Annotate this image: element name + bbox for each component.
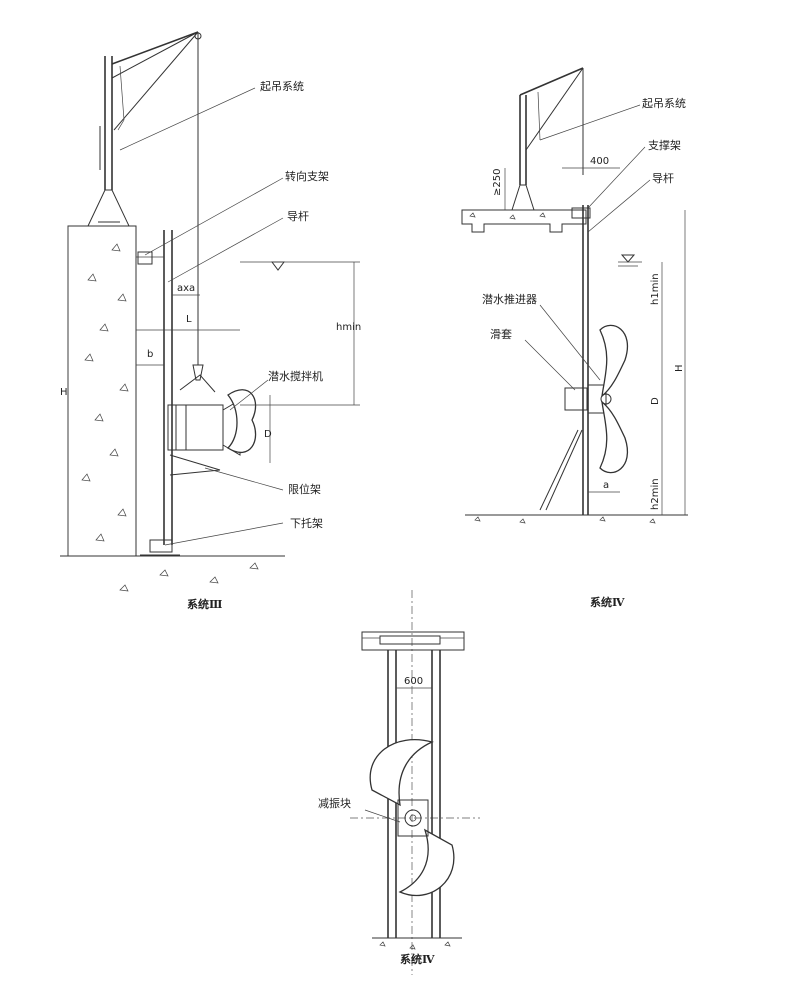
label-swivel: 转向支架 xyxy=(285,169,329,183)
label-bottom: 下托架 xyxy=(290,516,323,530)
water-level-marker-4 xyxy=(620,254,636,263)
label-guide-system-3: 导杆 xyxy=(287,209,309,223)
propeller-system-4b xyxy=(369,739,455,897)
dim-600: 600 xyxy=(404,676,423,687)
dim-a: a xyxy=(603,480,609,491)
dim-axa: axa xyxy=(177,283,195,294)
label-support: 支撑架 xyxy=(648,138,681,152)
dim-D-system-4: D xyxy=(650,397,661,405)
mixer-unit-system-3 xyxy=(167,374,257,476)
crane-system-4 xyxy=(511,67,584,211)
propeller-system-4 xyxy=(564,324,628,474)
dim-h1min: h1min xyxy=(650,273,661,305)
caption-system-4b: 系统Ⅳ xyxy=(400,952,435,966)
label-limit: 限位架 xyxy=(288,482,321,496)
caption-system-3: 系统Ⅲ xyxy=(187,597,222,611)
dim-h2min: h2min xyxy=(650,478,661,510)
caption-system-4: 系统Ⅳ xyxy=(590,595,625,609)
dim-b: b xyxy=(147,349,153,360)
label-lifting-system-4: 起吊系统 xyxy=(642,97,686,110)
dimensions-system-3: H axa L b hmin D xyxy=(60,226,361,556)
label-guide-system-4: 导杆 xyxy=(652,171,674,185)
system-4-diagram: ≥250 400 h1min H D a h2min 起吊系统 支撑架 导杆 潜… xyxy=(461,67,688,609)
labels-system-3: 起吊系统 转向支架 导杆 潜水搅拌机 限位架 下托架 xyxy=(119,80,329,546)
system-4b-diagram: 600 减振块 系统Ⅳ xyxy=(318,590,480,975)
label-mixer: 潜水搅拌机 xyxy=(268,369,323,383)
guide-rail-system-3 xyxy=(136,230,180,556)
dim-400: 400 xyxy=(590,156,609,167)
dimensions-system-4: ≥250 400 h1min H D a h2min xyxy=(492,156,686,515)
concrete-texture xyxy=(81,243,129,542)
label-damper: 减振块 xyxy=(318,796,351,810)
crane-system-3 xyxy=(87,31,204,381)
guide-rail-system-4 xyxy=(539,205,591,515)
dim-hmin: hmin xyxy=(336,322,361,333)
labels-system-4: 起吊系统 支撑架 导杆 潜水推进器 滑套 xyxy=(482,97,686,391)
dim-H-system-4: H xyxy=(674,364,685,372)
ground-system-4b xyxy=(372,937,462,950)
ground-system-3 xyxy=(60,555,285,592)
label-lifting-system-3: 起吊系统 xyxy=(260,80,304,93)
ground-system-4 xyxy=(465,514,688,524)
label-sleeve: 滑套 xyxy=(490,328,512,341)
dim-250: ≥250 xyxy=(492,169,503,196)
dim-L: L xyxy=(186,314,192,325)
dim-H-system-3: H xyxy=(60,387,68,398)
label-propeller: 潜水推进器 xyxy=(482,292,537,306)
water-level-marker xyxy=(271,261,285,271)
system-3-diagram: H axa L b hmin D 起吊系统 转向支架 导杆 潜水搅拌机 限位架 xyxy=(60,31,361,611)
slab-system-4 xyxy=(461,209,587,233)
slab-system-4b xyxy=(361,631,465,651)
dim-D-system-3: D xyxy=(264,429,272,440)
